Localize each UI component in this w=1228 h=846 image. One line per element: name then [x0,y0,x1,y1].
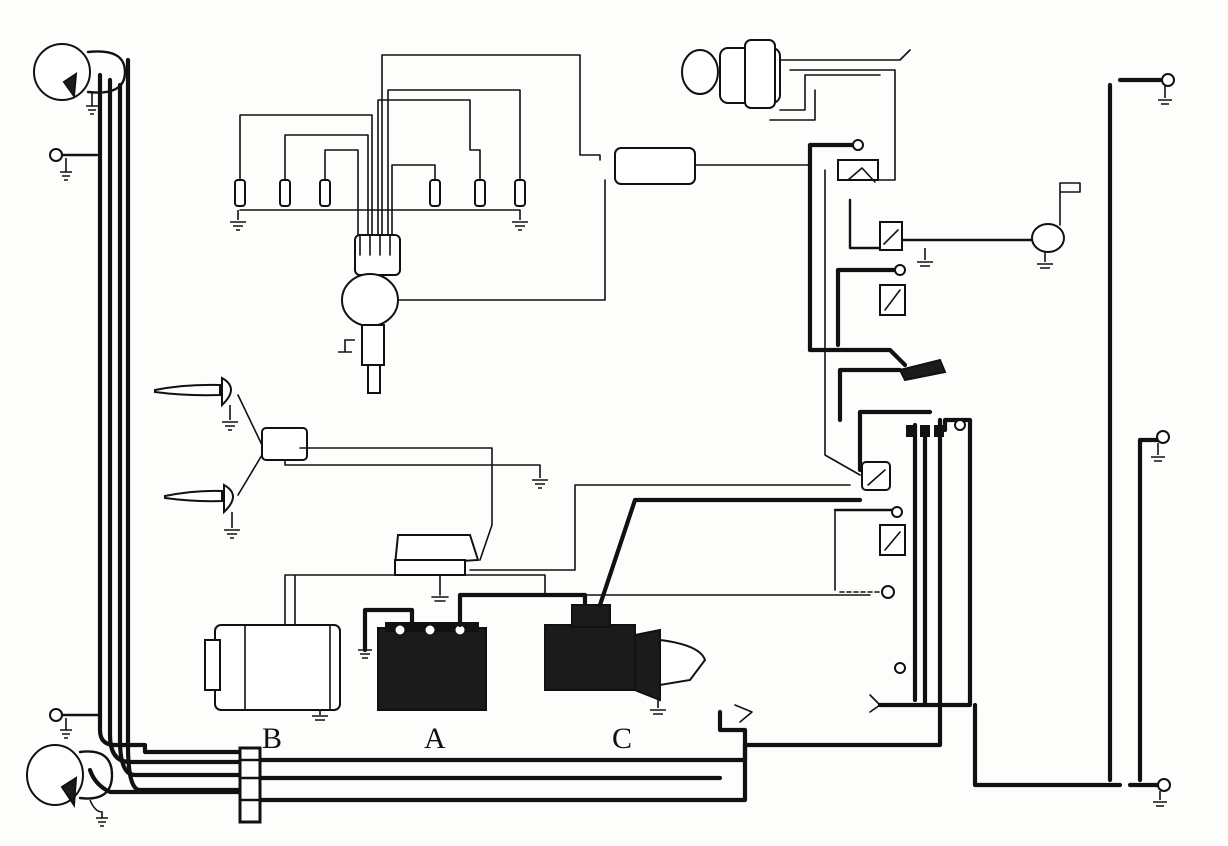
spark-plugs [230,179,528,231]
harness-connector [238,746,262,824]
fuel-gauge [879,182,1081,269]
voltage-regulator [284,484,871,631]
horn-relay [237,394,548,561]
spark-plug-wires [239,54,606,301]
starter-label: C [612,722,632,755]
ammeter [879,506,906,556]
fuse-block [906,419,966,437]
light-switch [898,358,947,382]
ignition-coil [614,147,811,185]
headlamp-bottom [26,744,114,827]
battery-label: A [424,722,446,755]
parking-lamp-left-top [49,148,72,181]
tail-lamp-top [1158,73,1175,105]
tail-lamp-bottom [1153,778,1171,807]
rear-harness [1107,77,1163,788]
distributor [338,234,401,394]
parking-lamp-left-bottom [49,708,72,739]
stop-light-switch [839,585,895,599]
battery: A [358,592,588,755]
oil-gauge [861,461,891,491]
left-main-harness [54,57,943,803]
starter-motor: C [544,497,863,755]
ignition-switch [837,139,879,183]
tail-lamp-middle [1151,430,1170,462]
generator-label: B [262,722,282,755]
generator: B [204,624,341,755]
horn-upper [154,376,238,431]
headlamp-top [33,43,127,115]
dash-harness [807,142,1123,788]
temp-gauge [879,264,906,316]
dimmer-switch [734,662,906,723]
horn-lower [164,483,240,539]
